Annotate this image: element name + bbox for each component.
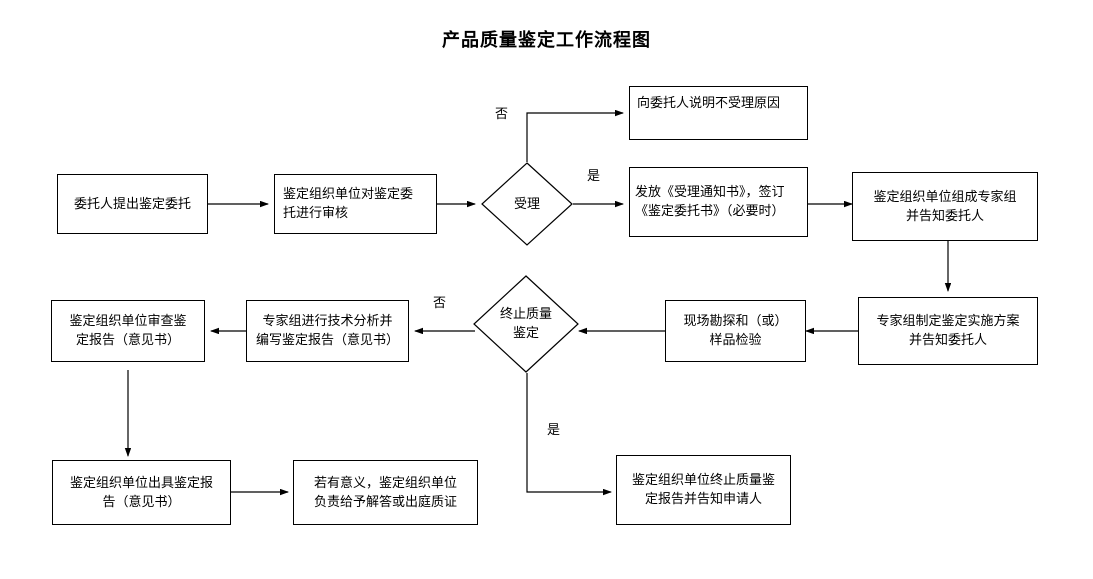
node-explain-rejection-reason: 向委托人说明不受理原因	[629, 86, 808, 140]
decision-accept-case: 受理	[481, 162, 573, 246]
decision-accept-case-label: 受理	[513, 195, 540, 211]
node-issue-acceptance-notice: 发放《受理通知书》，签订 《鉴定委托书》（必要时）	[629, 167, 808, 237]
node-organization-reviews-report: 鉴定组织单位审查鉴 定报告（意见书）	[51, 300, 205, 362]
node-organization-reviews-request: 鉴定组织单位对鉴定委 托进行审核	[274, 174, 437, 234]
diamond-outline-icon	[481, 162, 573, 246]
edge-label-terminate-yes: 是	[545, 422, 563, 438]
edge-label-reject-no: 否	[493, 106, 511, 122]
node-form-expert-group: 鉴定组织单位组成专家组 并告知委托人	[852, 172, 1038, 241]
diamond-outline-icon	[473, 275, 579, 373]
node-provide-explanation-testimony: 若有意义，鉴定组织单位 负责给予解答或出庭质证	[293, 460, 478, 525]
edge-label-terminate-no: 否	[431, 295, 449, 311]
edge-label-accept-yes: 是	[585, 168, 603, 184]
page-title: 产品质量鉴定工作流程图	[442, 30, 651, 50]
node-terminate-report-notify-applicant: 鉴定组织单位终止质量鉴 定报告并告知申请人	[616, 455, 791, 525]
node-expert-group-plan: 专家组制定鉴定实施方案 并告知委托人	[858, 297, 1038, 365]
decision-terminate-appraisal-label: 终止质量 鉴定	[499, 306, 552, 340]
node-client-submits-request: 委托人提出鉴定委托	[57, 174, 208, 234]
decision-terminate-appraisal: 终止质量 鉴定	[473, 275, 579, 373]
node-technical-analysis-report: 专家组进行技术分析并 编写鉴定报告（意见书）	[246, 300, 409, 362]
node-site-survey-sample-test: 现场勘探和（或） 样品检验	[665, 300, 806, 362]
node-issue-appraisal-report: 鉴定组织单位出具鉴定报 告（意见书）	[52, 460, 231, 525]
